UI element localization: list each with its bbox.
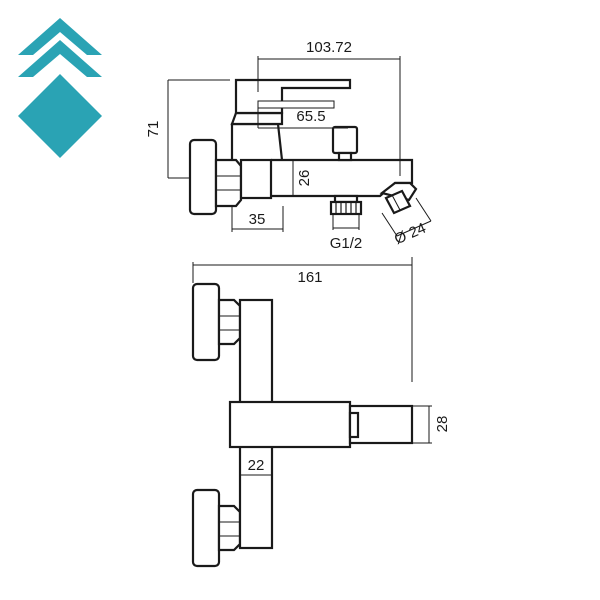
front-lever (348, 404, 414, 445)
side-lever-base (230, 111, 284, 126)
dim-outlet-diameter: Ø 24 (392, 220, 429, 248)
front-upper-flange (191, 282, 221, 362)
front-lower-flange (191, 488, 221, 568)
dim-body-to-lever: 65.5 (296, 108, 325, 125)
side-wall-flange (188, 138, 218, 216)
front-mixer-body (228, 400, 352, 449)
side-hex-nut (214, 158, 243, 208)
front-view (191, 257, 414, 568)
front-view-dimensions (239, 405, 432, 478)
side-mixer-body (230, 122, 284, 161)
dim-front-body-height: 28 (434, 416, 451, 433)
logo-diamond-middle (18, 40, 102, 77)
logo-diamond-top (18, 18, 102, 55)
side-diverter-knob (331, 125, 359, 155)
dim-overall-reach: 103.72 (306, 39, 352, 56)
side-view (188, 78, 418, 216)
side-view-dimensions (167, 56, 432, 237)
dim-column-width: 22 (248, 457, 265, 474)
side-outlet-connection (329, 194, 363, 216)
front-lower-nut (217, 504, 242, 552)
logo-diamond-bottom (18, 74, 102, 158)
front-upper-nut (217, 298, 242, 346)
side-connection-stub (239, 158, 273, 200)
side-aerator (379, 181, 418, 215)
dim-body-width: 35 (249, 211, 266, 228)
dim-lever-height: 71 (145, 121, 162, 138)
dim-outlet-thread: G1/2 (330, 235, 363, 252)
dim-total-width: 161 (297, 269, 322, 286)
brand-logo (18, 18, 102, 158)
dim-spout-height: 26 (296, 170, 313, 187)
